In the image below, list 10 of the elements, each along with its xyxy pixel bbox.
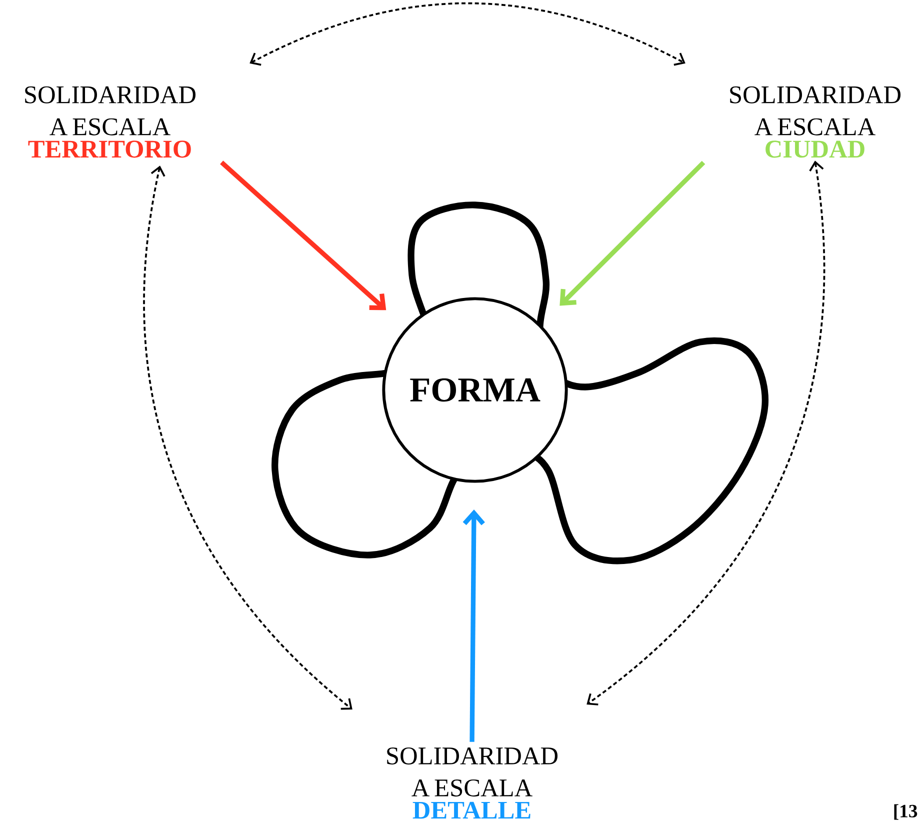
- scale-label: SOLIDARIDAD A ESCALA TERRITORIO: [25, 86, 196, 158]
- dashed-arrow: [144, 166, 352, 710]
- dashed-arrow: [250, 2, 686, 66]
- arrow: [462, 509, 485, 742]
- arrow: [560, 160, 706, 306]
- dashed-arrow: [586, 160, 826, 706]
- reference-number: [13: [894, 804, 918, 820]
- scale-label: SOLIDARIDAD A ESCALA DETALLE: [387, 747, 558, 819]
- scale-label: SOLIDARIDAD A ESCALA CIUDAD: [730, 86, 900, 158]
- arrow: [220, 160, 386, 310]
